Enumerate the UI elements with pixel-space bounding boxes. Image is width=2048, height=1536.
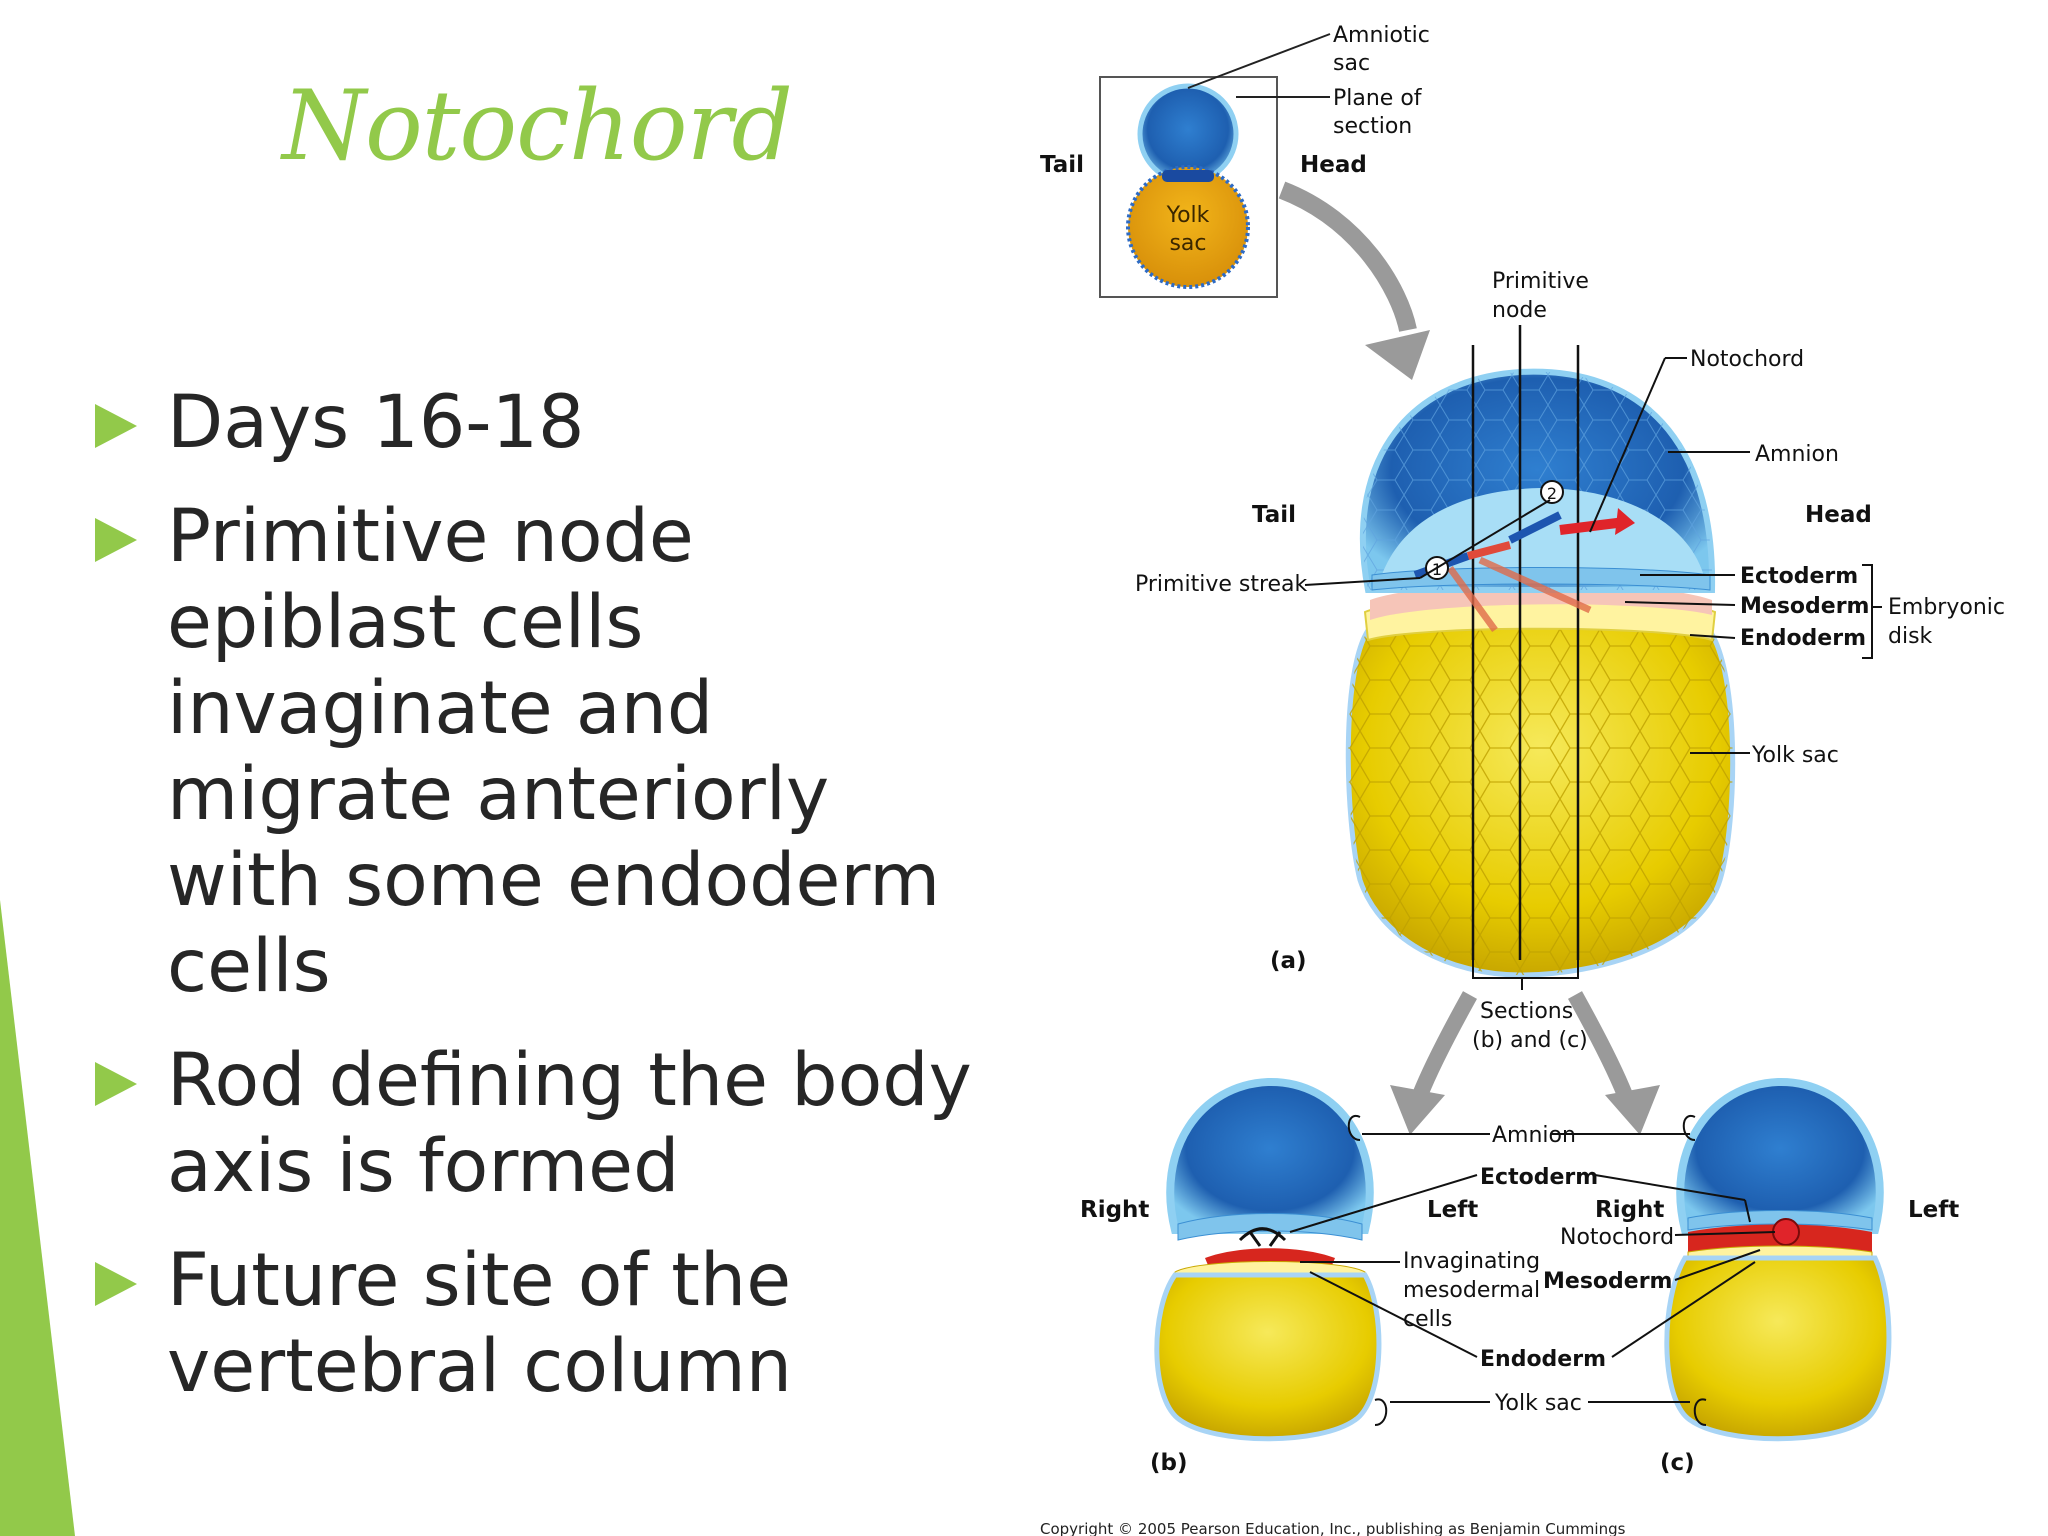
- bullet-text: Future site of the vertebral column: [167, 1238, 792, 1409]
- arrowhead-icon: [1605, 1085, 1660, 1135]
- panel-c-right-label: Right: [1595, 1197, 1664, 1223]
- sections-label: (b) and (c): [1472, 1028, 1588, 1053]
- bullet-list: Days 16-18 Primitive node epiblast cells…: [95, 380, 995, 1438]
- invaginating-label: Invaginating: [1403, 1249, 1540, 1274]
- bullet-text: Rod defining the body axis is formed: [167, 1038, 972, 1209]
- primitive-node-label: Primitive: [1492, 269, 1589, 294]
- step-2-label: 2: [1547, 484, 1557, 503]
- endoderm-bc-label: Endoderm: [1480, 1347, 1606, 1372]
- notochord-figure: Amniotic sac Plane of section Tail Head …: [1040, 23, 2005, 1536]
- step-1-label: 1: [1432, 560, 1442, 579]
- yolk-sac-bc-label: Yolk sac: [1494, 1391, 1582, 1416]
- inset-tail-label: Tail: [1040, 152, 1084, 178]
- inset-yolk-label: Yolk: [1166, 203, 1210, 228]
- mesoderm-bc-label: Mesoderm: [1543, 1269, 1672, 1294]
- arrowhead-icon: [1365, 330, 1430, 380]
- bullet-item: Primitive node epiblast cells invaginate…: [95, 494, 995, 1010]
- bullet-arrow-icon: [95, 404, 137, 448]
- inset-head-label: Head: [1300, 152, 1367, 178]
- amnion-bc-label: Amnion: [1492, 1123, 1576, 1148]
- primitive-node-label: node: [1492, 298, 1547, 323]
- panel-b-right-label: Right: [1080, 1197, 1149, 1223]
- panel-b-label: (b): [1150, 1450, 1188, 1476]
- mesoderm-label: Mesoderm: [1740, 594, 1869, 619]
- inset-amniotic-label: Amniotic: [1333, 23, 1430, 48]
- bullet-item: Future site of the vertebral column: [95, 1238, 995, 1410]
- endoderm-label: Endoderm: [1740, 626, 1866, 651]
- inset-plane-label: Plane of: [1333, 86, 1423, 111]
- invaginating-label: cells: [1403, 1307, 1452, 1332]
- panel-c-diagram: Right Left (c): [1595, 1077, 1959, 1476]
- inset-yolk-label: sac: [1169, 231, 1206, 256]
- down-arrow-right-icon: [1568, 991, 1633, 1098]
- panel-a-diagram: 1 2 Primitive node Notochord Amnion Tail: [1135, 269, 2005, 1053]
- panel-c-label: (c): [1660, 1450, 1695, 1476]
- arrowhead-icon: [1390, 1085, 1445, 1135]
- curved-arrow-icon: [1278, 181, 1417, 333]
- inset-amniotic-label: sac: [1333, 51, 1370, 76]
- bullet-arrow-icon: [95, 1262, 137, 1306]
- bullet-item: Days 16-18: [95, 380, 995, 466]
- sections-label: Sections: [1480, 999, 1573, 1024]
- slide-title: Notochord: [282, 70, 793, 182]
- down-arrow-left-icon: [1412, 991, 1477, 1098]
- inset-diagram: Amniotic sac Plane of section Tail Head …: [1040, 23, 1430, 298]
- embryonic-disk-label: Embryonic: [1888, 595, 2005, 620]
- slide-accent-shape: [0, 900, 75, 1536]
- panel-b-left-label: Left: [1427, 1197, 1478, 1223]
- bullet-arrow-icon: [95, 518, 137, 562]
- panel-c-left-label: Left: [1908, 1197, 1959, 1223]
- invaginating-label: mesodermal: [1403, 1278, 1540, 1303]
- panel-b-diagram: Right Left (b): [1080, 1077, 1478, 1476]
- bullet-text: Primitive node epiblast cells invaginate…: [167, 494, 941, 1009]
- head-label: Head: [1805, 502, 1872, 528]
- bullet-text: Days 16-18: [167, 380, 585, 465]
- yolk-sac-label: Yolk sac: [1751, 743, 1839, 768]
- inset-plane-label: section: [1333, 114, 1412, 139]
- ectoderm-label: Ectoderm: [1740, 564, 1858, 589]
- ectoderm-bc-label: Ectoderm: [1480, 1165, 1598, 1190]
- notochord-label: Notochord: [1690, 347, 1804, 372]
- embryonic-disk-label: disk: [1888, 624, 1933, 649]
- panel-a-label: (a): [1270, 948, 1307, 974]
- notochord-bc-label: Notochord: [1560, 1225, 1674, 1250]
- bullet-item: Rod defining the body axis is formed: [95, 1038, 995, 1210]
- bullet-arrow-icon: [95, 1062, 137, 1106]
- panels-bc-labels: Amnion Ectoderm Notochord Invaginating m…: [1289, 1123, 1776, 1416]
- primitive-streak-label: Primitive streak: [1135, 572, 1308, 597]
- step-2-marker: [1540, 480, 1564, 504]
- amnion-label: Amnion: [1755, 442, 1839, 467]
- tail-label: Tail: [1252, 502, 1296, 528]
- copyright-notice: Copyright © 2005 Pearson Education, Inc.…: [1040, 1520, 1626, 1536]
